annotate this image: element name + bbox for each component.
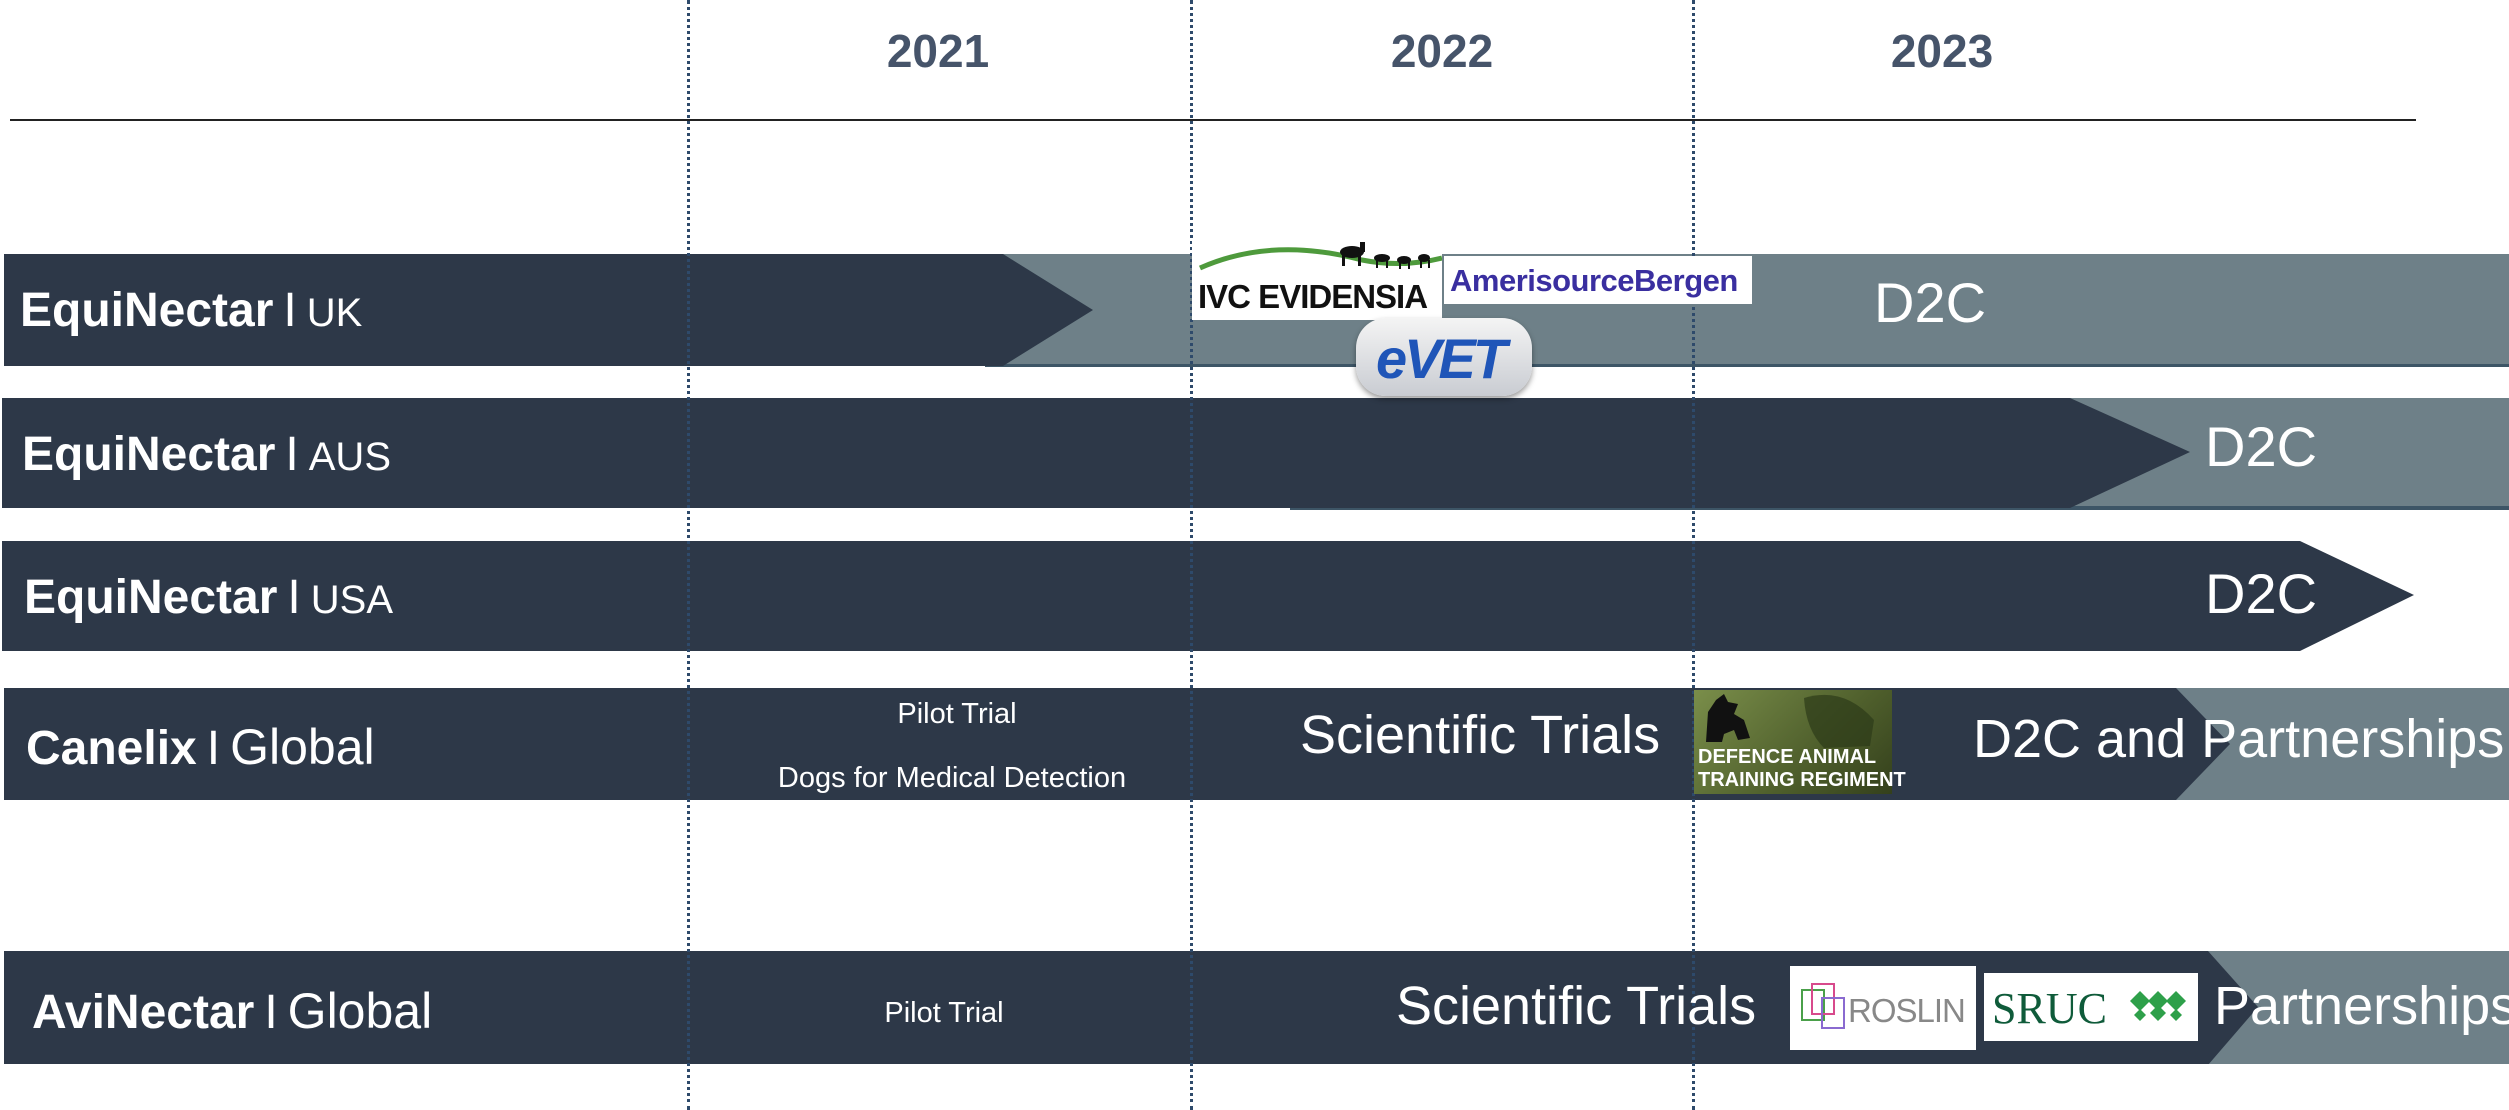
- product-name: EquiNectar: [20, 284, 274, 337]
- ivc-evidensia-text: IVC EVIDENSIA: [1198, 278, 1428, 315]
- row-band-equinectar-usa: [2, 541, 2414, 651]
- datr-line2: TRAINING REGIMENT: [1698, 769, 1906, 791]
- stage-label-d2c-aus: D2C: [2205, 415, 2318, 478]
- sruc-text: SRUC: [1992, 984, 2107, 1033]
- roslin-logo: ROSLIN: [1790, 966, 1976, 1050]
- roslin-text: ROSLIN: [1848, 992, 1966, 1029]
- year-boundary-line: [1692, 0, 1695, 1110]
- header-divider: [10, 119, 2416, 121]
- stage-label-d2c-usa: D2C: [2205, 562, 2318, 625]
- label-separator: I: [285, 428, 299, 481]
- datr-line1: DEFENCE ANIMAL: [1698, 746, 1877, 768]
- product-name: Canelix: [26, 722, 197, 775]
- region-name: Global: [287, 983, 433, 1039]
- ivc-evidensia-logo: IVC EVIDENSIA: [1192, 238, 1442, 320]
- label-separator: I: [283, 284, 297, 337]
- evet-text: eVET: [1376, 327, 1507, 390]
- year-boundary-line: [1190, 0, 1193, 1110]
- product-name: AviNectar: [32, 986, 255, 1039]
- label-separator: I: [206, 722, 221, 775]
- scientific-trials-label: Scientific Trials: [1396, 976, 1757, 1036]
- region-name: USA: [310, 578, 393, 622]
- pilot-trial-label: Pilot Trial: [884, 997, 1004, 1029]
- stage-label-partnerships: Partnerships: [2214, 976, 2509, 1036]
- defence-animal-training-regiment-logo: DEFENCE ANIMAL TRAINING REGIMENT: [1694, 690, 1906, 794]
- pilot-trial-label: Pilot Trial: [897, 698, 1017, 730]
- scientific-trials-label: Scientific Trials: [1300, 705, 1661, 765]
- row-band-equinectar-aus: [2, 398, 2509, 510]
- year-2022: 2022: [1390, 25, 1494, 77]
- region-name: Global: [230, 719, 375, 775]
- year-2023: 2023: [1890, 25, 1994, 77]
- region-name: UK: [306, 291, 363, 335]
- year-2021: 2021: [886, 25, 990, 77]
- sruc-logo: SRUC: [1984, 973, 2198, 1041]
- stage-label-d2c-partnerships: D2C and Partnerships: [1973, 709, 2505, 769]
- evet-logo: eVET: [1356, 318, 1532, 396]
- stage-label-d2c-uk: D2C: [1874, 271, 1987, 334]
- year-boundary-line: [687, 0, 690, 1110]
- row-band-canelix-global: [4, 688, 2509, 800]
- product-name: EquiNectar: [24, 571, 278, 624]
- label-separator: I: [287, 571, 301, 624]
- amerisourcebergen-logo: AmerisourceBergen: [1444, 256, 1752, 304]
- label-separator: I: [264, 986, 278, 1039]
- product-name: EquiNectar: [22, 428, 276, 481]
- pilot-trial-subtitle: Dogs for Medical Detection: [777, 762, 1127, 794]
- region-name: AUS: [308, 435, 391, 479]
- amerisourcebergen-text: AmerisourceBergen: [1450, 263, 1738, 298]
- row-band-avinectar-global: [4, 951, 2509, 1064]
